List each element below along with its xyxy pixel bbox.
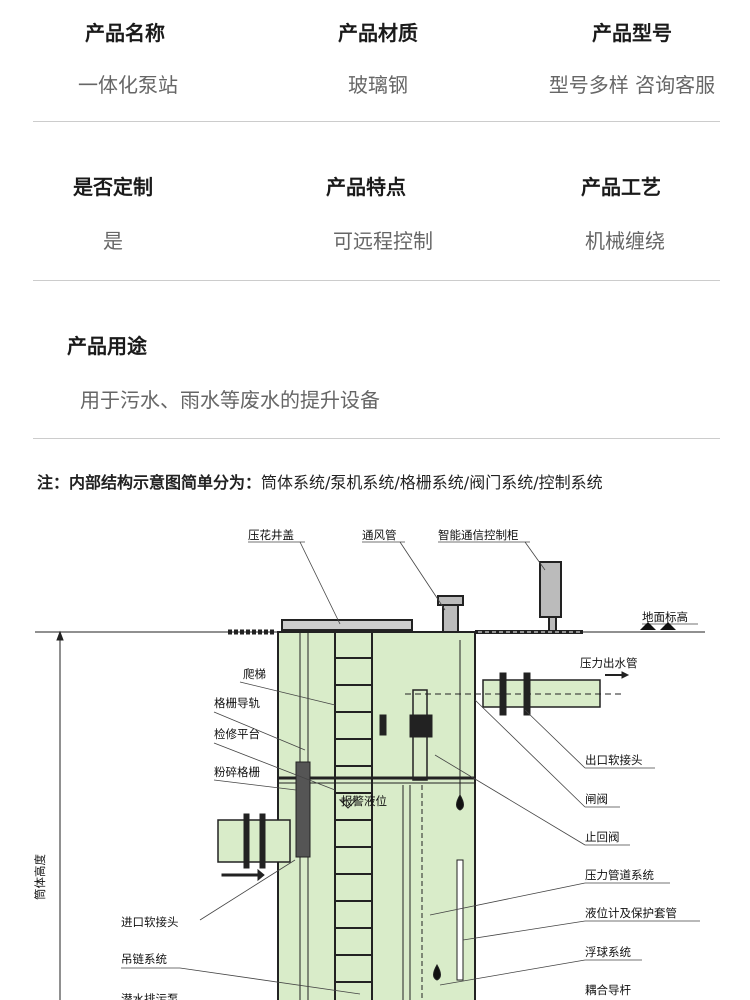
label-guide-rod: 耦合导杆: [585, 983, 631, 997]
label-float: 浮球系统: [585, 945, 631, 959]
label-chain: 吊链系统: [121, 952, 167, 966]
spec-value-process: 机械缠绕: [585, 229, 665, 253]
spec-value-feature: 可远程控制: [333, 229, 433, 253]
label-pressure-pipe: 压力管道系统: [585, 868, 654, 882]
label-inlet: 进口软接头: [121, 915, 179, 929]
spec-value-model: 型号多样 咨询客服: [548, 73, 716, 97]
label-level-gauge: 液位计及保护套管: [585, 906, 677, 920]
label-cabinet: 智能通信控制柜: [438, 528, 519, 542]
pump-station-diagram: 压花井盖 通风管 智能通信控制柜 地面标高 压力出水管 筒体高度 爬梯 格栅导轨…: [33, 528, 705, 1000]
divider: [33, 438, 720, 439]
spec-title-usage: 产品用途: [67, 334, 147, 358]
label-outlet-joint: 出口软接头: [585, 753, 643, 767]
spec-title-name: 产品名称: [85, 21, 165, 45]
spec-title-material: 产品材质: [338, 21, 418, 45]
note-prefix: 注：内部结构示意图简单分为：: [37, 473, 262, 492]
label-vent: 通风管: [362, 528, 397, 542]
divider: [33, 280, 720, 281]
spec-value-usage: 用于污水、雨水等废水的提升设备: [80, 388, 380, 412]
label-height: 筒体高度: [33, 854, 47, 900]
label-cover: 压花井盖: [248, 528, 294, 542]
spec-title-feature: 产品特点: [326, 175, 406, 199]
spec-value-material: 玻璃钢: [348, 73, 408, 97]
label-outlet-pipe: 压力出水管: [580, 656, 638, 670]
label-check-valve: 止回阀: [585, 830, 620, 844]
spec-value-name: 一体化泵站: [78, 73, 178, 97]
label-pump: 潜水排污泵: [121, 992, 179, 1000]
spec-title-model: 产品型号: [592, 21, 672, 45]
spec-value-custom: 是: [103, 229, 123, 253]
structure-note: 注：内部结构示意图简单分为：筒体系统/泵机系统/格栅系统/阀门系统/控制系统: [37, 469, 603, 493]
label-platform: 检修平台: [214, 727, 260, 741]
label-ladder: 爬梯: [243, 667, 266, 681]
label-gate-valve: 闸阀: [585, 792, 608, 806]
divider: [33, 121, 720, 122]
spec-title-process: 产品工艺: [581, 175, 661, 199]
label-alarm: 报警液位: [341, 794, 387, 808]
spec-title-custom: 是否定制: [73, 175, 153, 199]
note-text: 筒体系统/泵机系统/格栅系统/阀门系统/控制系统: [261, 473, 603, 492]
label-rail: 格栅导轨: [214, 696, 260, 710]
label-ground: 地面标高: [642, 610, 688, 624]
label-grinder: 粉碎格栅: [214, 765, 260, 779]
